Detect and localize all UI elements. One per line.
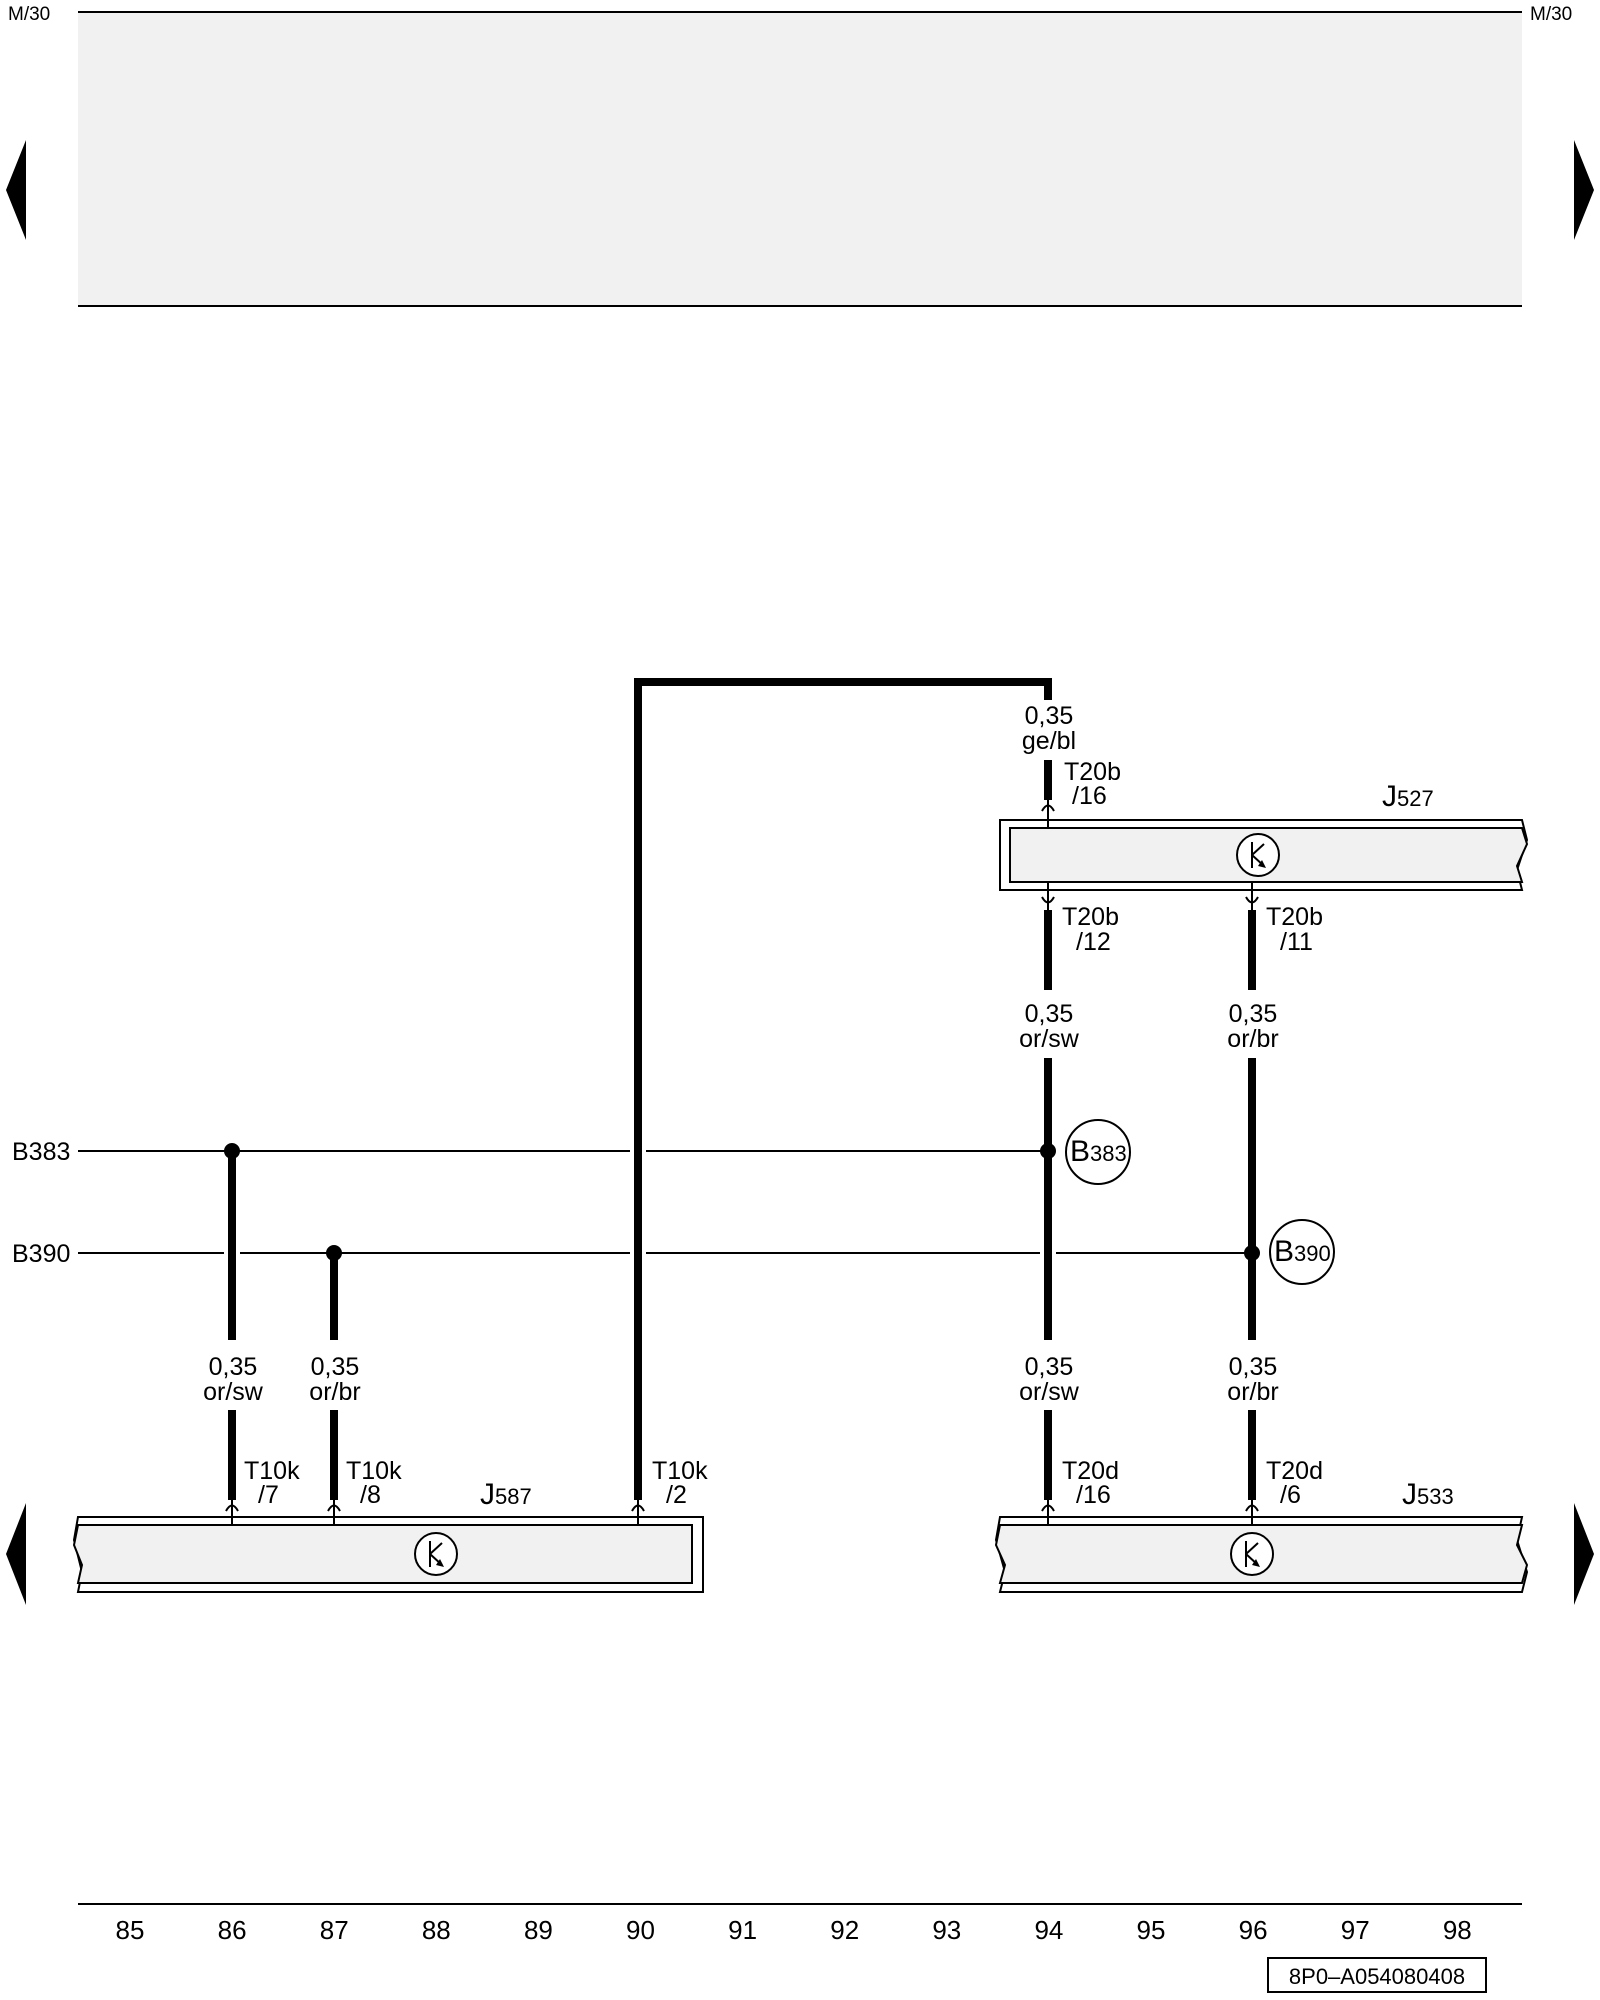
junction-dot-94-b383 xyxy=(1040,1143,1056,1159)
pin-t20d-6-pin: /6 xyxy=(1280,1481,1301,1509)
pin-t10k-7-pin: /7 xyxy=(258,1481,279,1509)
wire-spec-94-mid-color: or/sw xyxy=(1019,1025,1080,1053)
page-ref-right: M/30 xyxy=(1530,4,1572,25)
header-band xyxy=(78,12,1522,306)
nav-arrow-right-bottom[interactable] xyxy=(1574,1503,1594,1605)
grid-number: 94 xyxy=(1034,1915,1063,1945)
pin-t20d-16-pin: /16 xyxy=(1076,1481,1111,1509)
wire-spec-86-size: 0,35 xyxy=(209,1353,258,1381)
bus-b383-label: B383 xyxy=(12,1138,70,1166)
doc-code-box xyxy=(1267,1957,1487,1993)
wire-spec-87-size: 0,35 xyxy=(311,1353,360,1381)
nav-arrow-left-top[interactable] xyxy=(6,140,26,240)
pin-t10k-7-conn: T10k xyxy=(244,1457,300,1485)
component-j587-label: J587 xyxy=(480,1478,532,1511)
splice-b383-marker[interactable]: B383 xyxy=(1065,1119,1131,1185)
grid-number: 87 xyxy=(320,1915,349,1945)
pin-t10k-2-pin: /2 xyxy=(666,1481,687,1509)
pin-t10k-8-conn: T10k xyxy=(346,1457,402,1485)
nav-arrow-right-top[interactable] xyxy=(1574,140,1594,240)
pin-t20b-16-conn: T20b xyxy=(1064,758,1121,786)
grid-number: 88 xyxy=(422,1915,451,1945)
nav-arrow-left-bottom[interactable] xyxy=(6,1503,26,1605)
junction-dot-86-b383 xyxy=(224,1143,240,1159)
wire-spec-94-low-size: 0,35 xyxy=(1025,1353,1074,1381)
grid-numbers: 85 86 87 88 89 90 91 92 93 94 95 96 97 98 xyxy=(116,1915,1472,1945)
ecu-icon xyxy=(1236,833,1280,877)
pin-t20b-12-conn: T20b xyxy=(1062,903,1119,931)
ecu-icon xyxy=(1230,1532,1274,1576)
grid-number: 96 xyxy=(1239,1915,1268,1945)
grid-number: 86 xyxy=(218,1915,247,1945)
grid-number: 85 xyxy=(116,1915,145,1945)
pin-t10k-2-conn: T10k xyxy=(652,1457,708,1485)
grid-number: 93 xyxy=(932,1915,961,1945)
ecu-icon xyxy=(414,1532,458,1576)
grid-number: 97 xyxy=(1341,1915,1370,1945)
grid-number: 89 xyxy=(524,1915,553,1945)
svg-text:B390: B390 xyxy=(1274,1235,1331,1268)
wire-spec-94-top-color: ge/bl xyxy=(1022,727,1076,755)
grid-number: 95 xyxy=(1137,1915,1166,1945)
junction-dot-96-b390 xyxy=(1244,1245,1260,1261)
pin-t10k-8-pin: /8 xyxy=(360,1481,381,1509)
wire-spec-96-low-size: 0,35 xyxy=(1229,1353,1278,1381)
wire-spec-96-low-color: or/br xyxy=(1227,1378,1278,1406)
pin-t20d-6-conn: T20d xyxy=(1266,1457,1323,1485)
component-j527-label: J527 xyxy=(1382,780,1434,813)
wire-spec-94-low-color: or/sw xyxy=(1019,1378,1080,1406)
pin-t20b-11-pin: /11 xyxy=(1280,928,1313,956)
grid-number: 98 xyxy=(1443,1915,1472,1945)
wire-spec-94-top-size: 0,35 xyxy=(1025,702,1074,730)
junction-dot-87-b390 xyxy=(326,1245,342,1261)
wire-spec-87-color: or/br xyxy=(309,1378,360,1406)
page-ref-left: M/30 xyxy=(8,4,50,25)
component-j527[interactable] xyxy=(999,819,1529,891)
wire-spec-96-mid-size: 0,35 xyxy=(1229,1000,1278,1028)
grid-number: 90 xyxy=(626,1915,655,1945)
component-j533[interactable] xyxy=(994,1516,1529,1593)
splice-b390-marker[interactable]: B390 xyxy=(1269,1219,1335,1285)
wire-spec-86-color: or/sw xyxy=(203,1378,264,1406)
wire-spec-94-mid-size: 0,35 xyxy=(1025,1000,1074,1028)
doc-code: 8P0–A054080408 xyxy=(1289,1964,1465,1989)
pin-t20d-16-conn: T20d xyxy=(1062,1457,1119,1485)
grid-number: 92 xyxy=(830,1915,859,1945)
wire-loop-90-94 xyxy=(634,678,1052,1500)
pin-t20b-11-conn: T20b xyxy=(1266,903,1323,931)
pin-stubs xyxy=(225,800,1259,1525)
component-j533-label: J533 xyxy=(1402,1478,1454,1511)
wire-spec-96-mid-color: or/br xyxy=(1227,1025,1278,1053)
bus-b390-label: B390 xyxy=(12,1240,70,1268)
pin-t20b-12-pin: /12 xyxy=(1076,928,1111,956)
component-j587[interactable] xyxy=(72,1516,704,1593)
svg-text:B383: B383 xyxy=(1070,1135,1127,1168)
grid-number: 91 xyxy=(728,1915,757,1945)
pin-t20b-16-pin: /16 xyxy=(1072,782,1107,810)
